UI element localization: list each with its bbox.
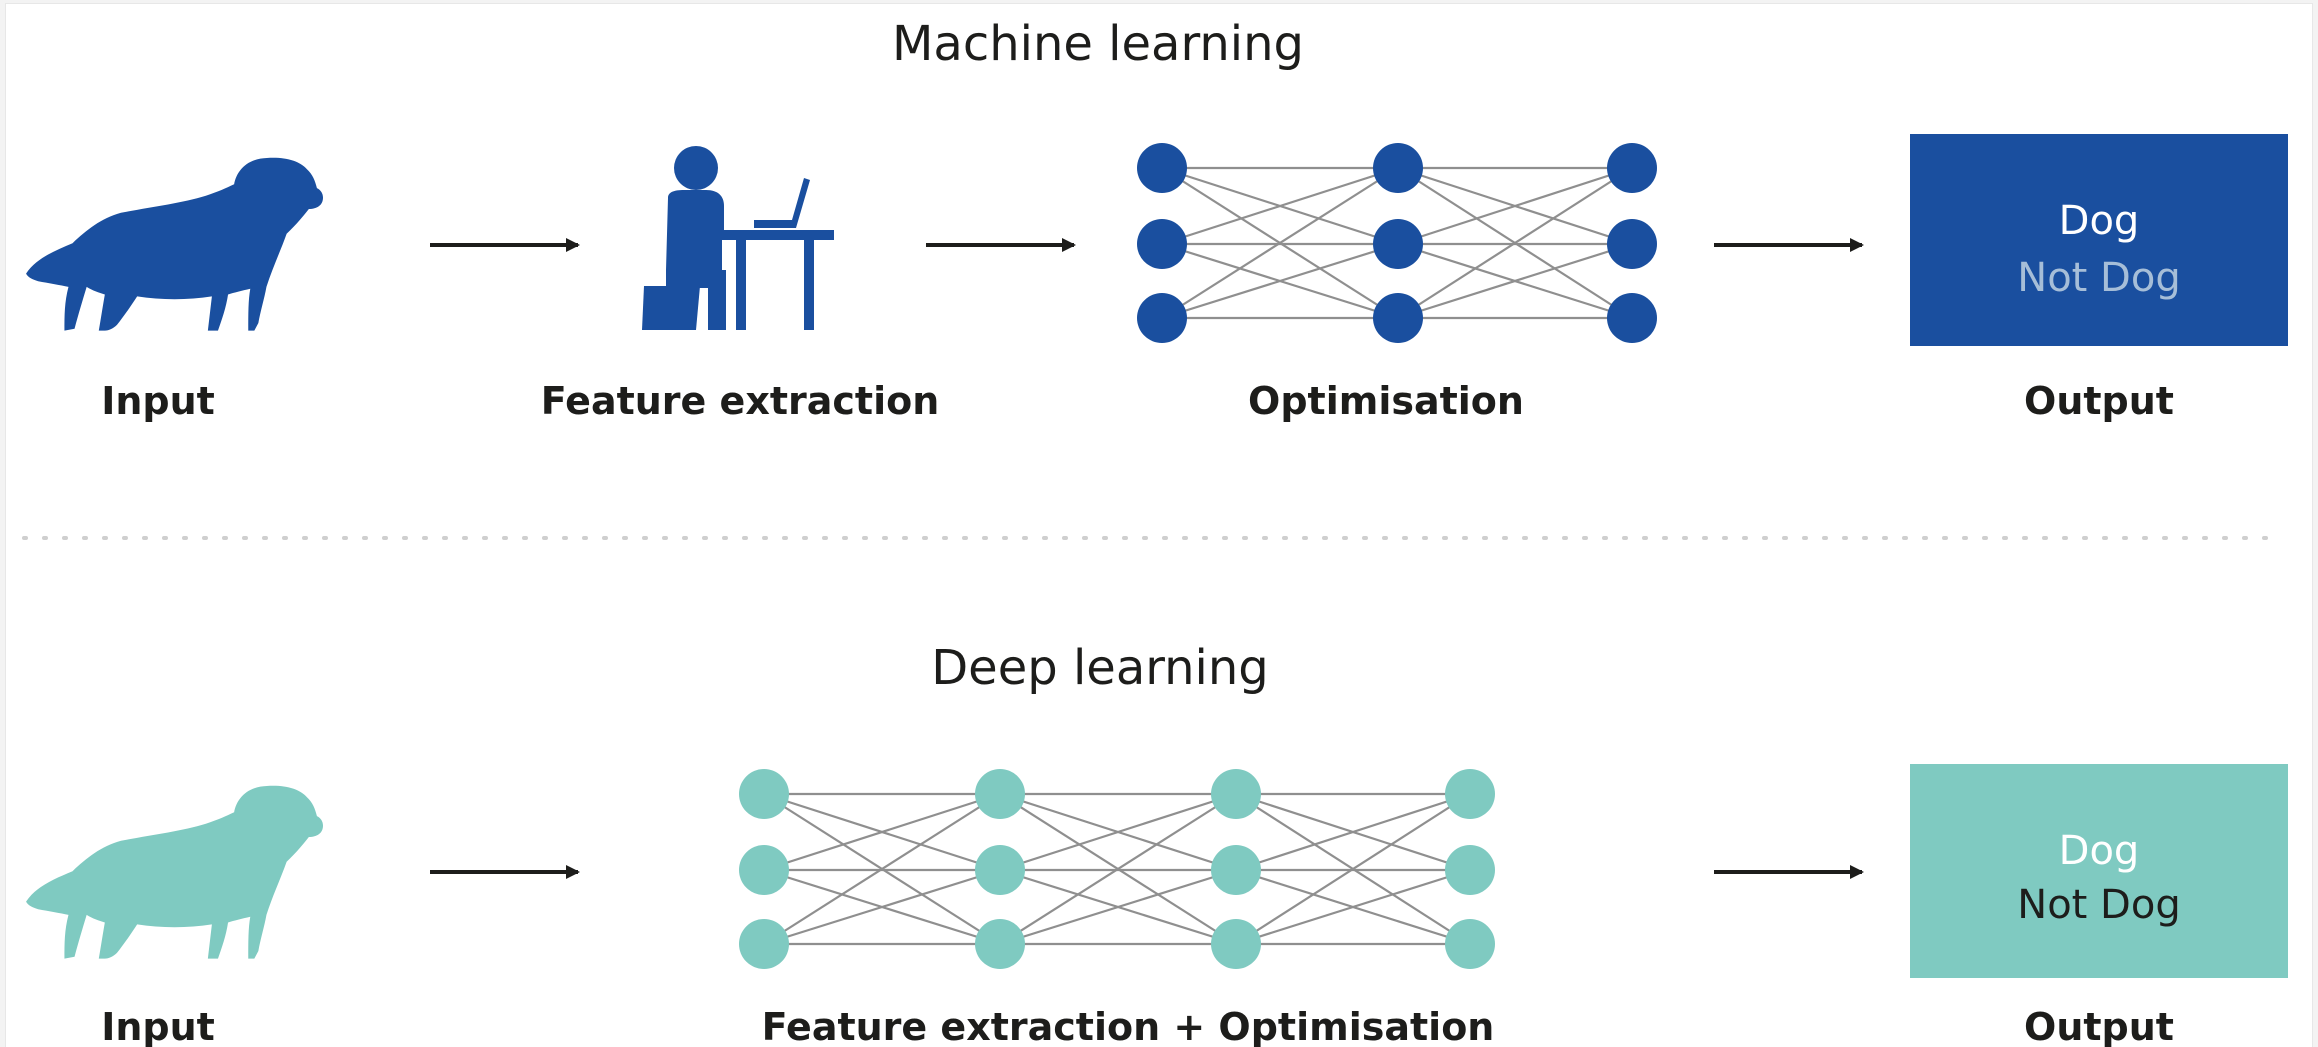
network-node xyxy=(1373,143,1423,193)
network-node xyxy=(1137,293,1187,343)
network-node xyxy=(1445,919,1495,969)
network-node xyxy=(1137,219,1187,269)
neural-network-icon xyxy=(739,769,1495,969)
ml-output-box xyxy=(1910,134,2288,346)
dl-output-label: Output xyxy=(2024,1005,2174,1047)
ml-optimisation-label: Optimisation xyxy=(1248,379,1524,423)
dl-output-dog-text: Dog xyxy=(2059,828,2140,874)
network-connection xyxy=(763,793,1001,945)
network-node xyxy=(739,769,789,819)
network-connection xyxy=(1397,242,1633,320)
network-node xyxy=(1137,143,1187,193)
network-node xyxy=(1445,769,1495,819)
ml-input-label: Input xyxy=(101,379,215,423)
network-connection xyxy=(1397,166,1633,246)
network-connection xyxy=(999,868,1237,946)
network-connection xyxy=(763,792,1001,872)
network-node xyxy=(1445,845,1495,895)
network-node xyxy=(739,919,789,969)
network-node xyxy=(1373,219,1423,269)
dog-icon xyxy=(26,157,324,331)
network-connection xyxy=(999,793,1237,945)
ml-feature-extraction-label: Feature extraction xyxy=(541,379,940,423)
neural-network-icon xyxy=(1137,143,1657,343)
network-connection xyxy=(1161,242,1399,320)
machine-learning-title: Machine learning xyxy=(892,16,1304,72)
network-connection xyxy=(1235,793,1471,945)
diagram-panel: Machine learning Input xyxy=(6,4,2312,1047)
deep-learning-title: Deep learning xyxy=(931,640,1269,696)
network-node xyxy=(1211,845,1261,895)
network-connection xyxy=(763,868,1001,946)
network-connection xyxy=(1397,167,1633,319)
network-connection xyxy=(999,792,1237,872)
ml-vs-dl-diagram: Machine learning Input xyxy=(22,16,2288,1047)
network-connection xyxy=(1235,868,1471,946)
ml-output-dog-text: Dog xyxy=(2059,198,2140,244)
network-node xyxy=(739,845,789,895)
network-node xyxy=(975,919,1025,969)
network-node xyxy=(975,845,1025,895)
ml-output-not-dog-text: Not Dog xyxy=(2017,255,2180,301)
dl-output-not-dog-text: Not Dog xyxy=(2017,882,2180,928)
network-node xyxy=(1607,143,1657,193)
ml-output-label: Output xyxy=(2024,379,2174,423)
network-node xyxy=(1211,919,1261,969)
network-node xyxy=(975,769,1025,819)
dl-input-label: Input xyxy=(101,1005,215,1047)
network-connection xyxy=(1161,166,1399,246)
dog-icon xyxy=(26,785,324,959)
network-node xyxy=(1607,293,1657,343)
network-node xyxy=(1373,293,1423,343)
dl-feature-optimisation-label: Feature extraction + Optimisation xyxy=(762,1005,1495,1047)
network-node xyxy=(1211,769,1261,819)
person-at-laptop-icon xyxy=(642,146,834,330)
dl-output-box xyxy=(1910,764,2288,978)
network-node xyxy=(1607,219,1657,269)
network-connection xyxy=(1161,167,1399,319)
network-connection xyxy=(1235,792,1471,872)
